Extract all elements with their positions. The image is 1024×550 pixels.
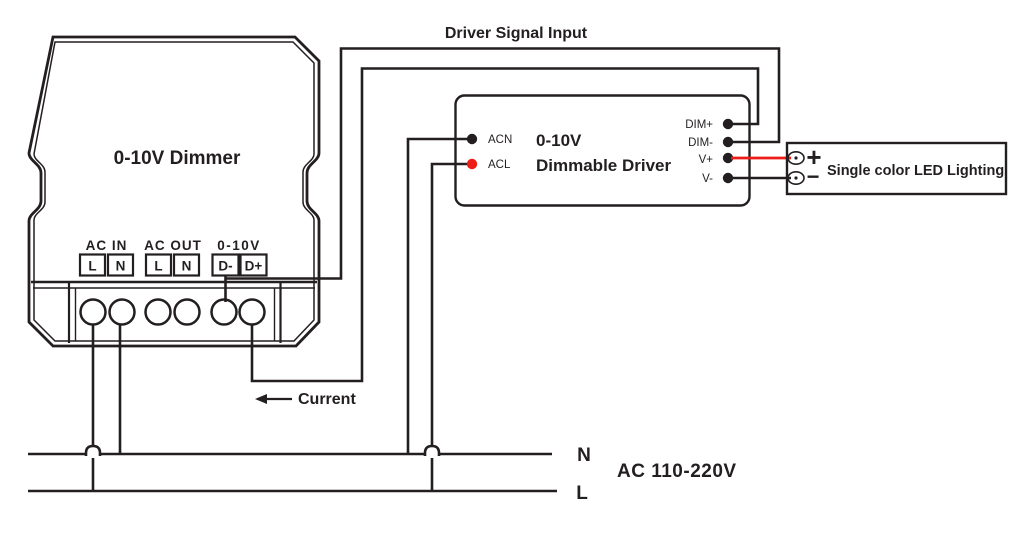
neutral-label: N [577, 445, 591, 466]
live-label: L [576, 483, 588, 504]
dimmer-title: 0-10V Dimmer [114, 148, 241, 169]
driver-acl-wire [430, 162, 468, 491]
signal-wire-dminus-to-dimminus [225, 47, 781, 280]
led-label: Single color LED Lighting [827, 163, 1004, 179]
terminal-label: L [88, 259, 96, 274]
terminal-screws [79, 298, 266, 326]
driver-acn-wire [406, 137, 468, 454]
led-outline [785, 141, 1008, 196]
dimmer-module: L N L N D- D+ AC IN AC OUT 0-10V 0-10V D… [27, 35, 321, 348]
terminal-label: L [154, 259, 162, 274]
group-label-ac-out: AC OUT [144, 238, 202, 253]
terminal-label: D+ [245, 259, 263, 274]
group-label-ac-in: AC IN [86, 238, 128, 253]
v-minus-label: V- [702, 173, 713, 185]
dim-minus-label: DIM- [688, 137, 713, 149]
terminal-screw [238, 298, 266, 326]
current-annotation: Current [255, 391, 356, 408]
led-minus-connector-pin [794, 176, 798, 180]
terminal-label: N [116, 259, 126, 274]
wire-hop [423, 444, 441, 458]
terminal-box [211, 253, 240, 277]
v-plus-label: V+ [699, 154, 714, 166]
terminal-label: D- [218, 259, 232, 274]
led-minus-connector [787, 171, 805, 186]
terminal-box [106, 253, 135, 277]
terminal-boxes: L N L N D- D+ [78, 253, 268, 277]
led-lighting-module: + − Single color LED Lighting [785, 141, 1008, 196]
group-label-0-10v: 0-10V [217, 238, 261, 253]
led-plus-connector-pin [794, 156, 798, 160]
terminal-box [172, 253, 201, 277]
signal-wire-dplus-to-dimplus [250, 67, 760, 383]
acl-dot [466, 158, 478, 170]
driver-title-line2: Dimmable Driver [536, 156, 671, 175]
terminal-screw [144, 298, 172, 326]
v-plus-dot [722, 152, 734, 164]
terminal-label: N [182, 259, 192, 274]
dim-plus-dot [722, 118, 734, 130]
minus-sign: − [807, 164, 820, 189]
dim-minus-dot [722, 136, 734, 148]
driver-outline [454, 94, 751, 207]
terminal-box [144, 253, 173, 277]
dimmer-outer-outline [27, 35, 321, 348]
v-minus-dot [722, 172, 734, 184]
led-plus-connector [787, 151, 805, 166]
mains-labels: N L AC 110-220V [576, 445, 736, 504]
terminal-screw [108, 298, 136, 326]
dim-plus-label: DIM+ [685, 119, 713, 131]
terminal-screw [210, 298, 238, 326]
signal-input-label: Driver Signal Input [445, 25, 588, 42]
current-label: Current [298, 391, 356, 408]
driver-title-line1: 0-10V [536, 131, 582, 150]
terminal-box [78, 253, 107, 277]
acl-label: ACL [488, 159, 511, 171]
plus-sign: + [806, 142, 821, 172]
dimmer-inner-outline [33, 41, 315, 342]
mains-rating-label: AC 110-220V [617, 461, 737, 482]
acn-label: ACN [488, 134, 512, 146]
current-arrow-head [255, 394, 267, 404]
driver-module: ACN ACL 0-10V Dimmable Driver DIM+ DIM- … [454, 94, 751, 207]
wire-hop [84, 444, 102, 458]
acn-dot [466, 133, 478, 145]
terminal-screw [173, 298, 201, 326]
terminal-screw [79, 298, 107, 326]
terminal-box [239, 253, 268, 277]
